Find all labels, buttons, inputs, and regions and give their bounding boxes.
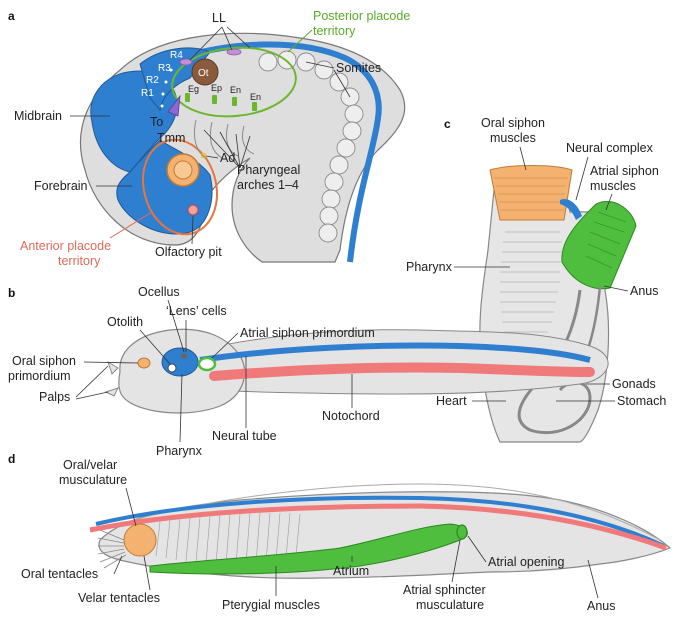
oral-siphon-primordium: [137, 357, 151, 369]
atrial-siphon-muscles: [561, 201, 637, 290]
ocellus: [181, 353, 187, 359]
label-to: To: [150, 115, 163, 129]
panel-label-a: a: [8, 9, 15, 23]
label-r1: R1: [141, 88, 154, 99]
atrial-sphincter: [456, 524, 468, 540]
label-pterygial-muscles: Pterygial muscles: [222, 598, 320, 612]
label-oral-velar-2: musculature: [59, 473, 127, 487]
label-velar-tentacles: Velar tentacles: [78, 591, 160, 605]
notochord: [209, 362, 595, 381]
label-anus-d: Anus: [587, 599, 616, 613]
pharyngeal-arches: [193, 119, 255, 159]
panel-label-b: b: [8, 286, 15, 300]
label-anterior-placode-1: Anterior placode: [20, 239, 111, 253]
label-heart: Heart: [436, 394, 467, 408]
label-pharyngeal-1: Pharyngeal: [237, 163, 300, 177]
label-atrium: Atrium: [333, 564, 369, 578]
label-ep: Ep: [211, 83, 222, 93]
notochord-d: [89, 503, 667, 551]
label-r3: R3: [158, 63, 171, 74]
trigeminal-placode: [167, 94, 181, 117]
olfactory-pit: [187, 204, 199, 216]
label-posterior-placode-2: territory: [313, 24, 356, 38]
label-atrial-siphon-primordium: Atrial siphon primordium: [240, 326, 375, 340]
atrial-siphon-primordium: [197, 356, 217, 372]
panel-label-d: d: [8, 452, 15, 466]
nerve-cord: [95, 495, 665, 548]
label-anterior-placode-2: territory: [58, 254, 101, 268]
label-anus-c: Anus: [630, 284, 659, 298]
label-atrial-sphincter-2: musculature: [416, 598, 484, 612]
rhombomere-markers: [160, 68, 173, 108]
label-oral-siphon-primordium-1: Oral siphon: [12, 354, 76, 368]
label-oral-siphon-primordium-2: primordium: [8, 369, 71, 383]
label-somites: Somites: [336, 61, 381, 75]
epibranchial-placodes: [185, 93, 257, 111]
otolith: [167, 363, 177, 373]
label-atrial-opening: Atrial opening: [488, 555, 564, 569]
label-atrial-siphon-muscles-2: muscles: [590, 179, 636, 193]
label-olfactory-pit: Olfactory pit: [155, 245, 222, 259]
label-lens-cells: ‘Lens’ cells: [166, 304, 227, 318]
label-tmm: Tmm: [157, 131, 185, 145]
label-pharynx-c: Pharynx: [406, 260, 453, 274]
label-gonads: Gonads: [612, 377, 656, 391]
label-neural-complex: Neural complex: [566, 141, 654, 155]
label-pharyngeal-2: arches 1–4: [237, 178, 299, 192]
label-forebrain: Forebrain: [34, 179, 88, 193]
label-oral-tentacles: Oral tentacles: [21, 567, 98, 581]
oral-velar-musculature: [123, 523, 157, 557]
sensory-vesicle: [161, 347, 199, 377]
gill-bars: [155, 512, 301, 565]
oral-siphon-muscles: [489, 165, 573, 221]
label-pharynx-b: Pharynx: [156, 444, 203, 458]
lateral-line-placodes: [179, 48, 242, 66]
label-eg: Eg: [188, 84, 199, 94]
label-notochord: Notochord: [322, 409, 380, 423]
palps: [104, 360, 119, 397]
label-oral-velar-1: Oral/velar: [63, 458, 117, 472]
panel-a-embryo: a LL Posterior placode territory R4 R3 R…: [8, 9, 410, 268]
neural-tube: [199, 342, 591, 363]
oral-tentacles: [97, 529, 127, 569]
somites: [258, 50, 364, 243]
panel-d-amphioxus: d Oral/velar musculature Oral tentacles …: [8, 452, 672, 613]
panel-b-larva: b Ocellus ‘Lens’ cells Otolith Atrial si…: [8, 285, 609, 458]
spinal-cord: [179, 41, 382, 263]
label-otolith: Otolith: [107, 315, 143, 329]
label-posterior-placode-1: Posterior placode: [313, 9, 410, 23]
label-midbrain: Midbrain: [14, 109, 62, 123]
neural-complex: [560, 198, 582, 220]
panel-label-c: c: [444, 117, 451, 131]
adenohypophysis: [201, 153, 206, 158]
label-otic: Ot: [198, 68, 209, 79]
label-atrial-siphon-muscles-1: Atrial siphon: [590, 164, 659, 178]
label-en-2: En: [250, 92, 261, 102]
label-r4: R4: [170, 50, 183, 61]
label-oral-siphon-muscles-1: Oral siphon: [481, 116, 545, 130]
pharynx-stigmata: [500, 231, 562, 343]
label-neural-tube: Neural tube: [212, 429, 277, 443]
label-atrial-sphincter-1: Atrial sphincter: [403, 583, 486, 597]
label-en-1: En: [230, 85, 241, 95]
label-r2: R2: [146, 75, 159, 86]
otic-vesicle: [191, 58, 219, 86]
label-stomach: Stomach: [617, 394, 666, 408]
label-ad: Ad: [220, 151, 235, 165]
label-palps: Palps: [39, 390, 70, 404]
label-oral-siphon-muscles-2: muscles: [490, 131, 536, 145]
label-lateral-line: LL: [212, 11, 226, 25]
label-ocellus: Ocellus: [138, 285, 180, 299]
